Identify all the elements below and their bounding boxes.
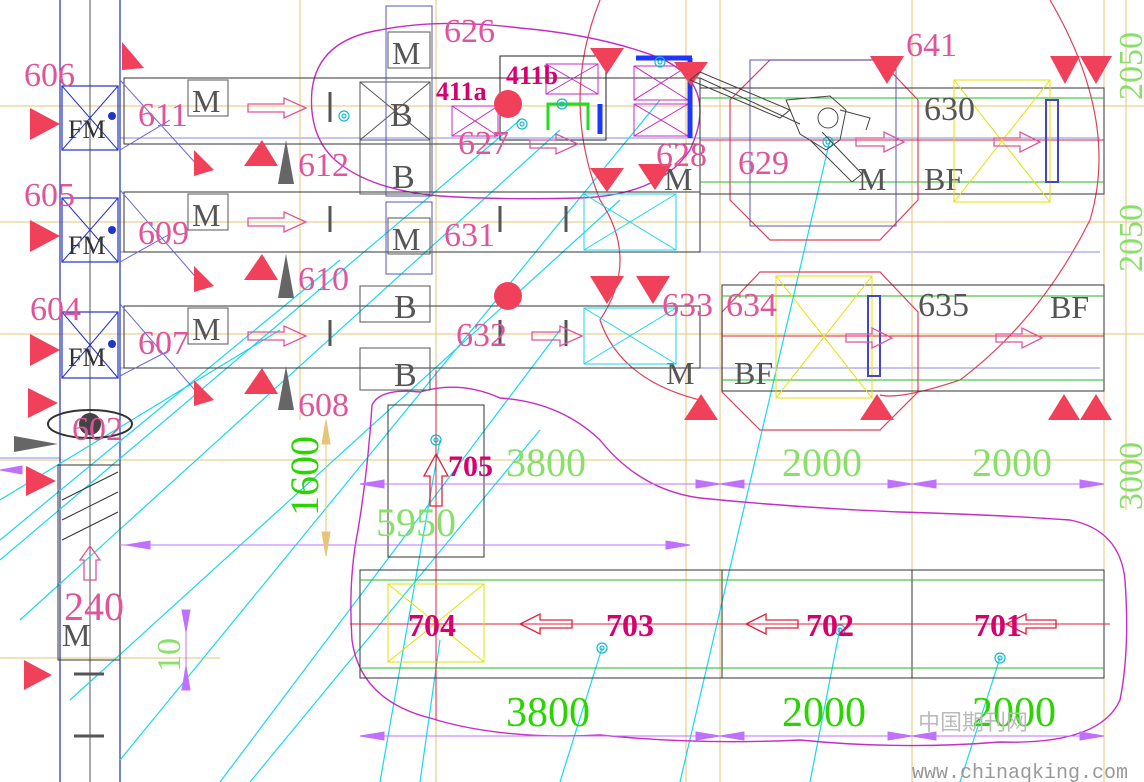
motor-label: M [62, 617, 90, 653]
station-602-marker [47, 409, 133, 439]
motor-label: M [858, 161, 886, 197]
label-411b: 411b [506, 61, 558, 90]
cyan-leader-lines [0, 99, 1001, 782]
motor-symbols: M M M M M M M M M [62, 31, 886, 653]
label-634: 634 [726, 287, 777, 324]
watermark: 中国期刊网 www.chinaqking.com [912, 710, 1128, 782]
turntable-envelopes [579, 0, 1100, 431]
pink-station-labels: 606 605 604 611 609 607 612 610 608 626 … [24, 13, 957, 629]
motor-label: M [392, 35, 420, 71]
revision-clouds [310, 22, 1128, 747]
hatch-lines [61, 471, 119, 541]
label-628: 628 [656, 137, 707, 174]
brake-label: B [390, 97, 413, 134]
brake-label: B [394, 357, 417, 394]
brake-label: B [394, 289, 417, 326]
fm-label: FM [68, 231, 106, 260]
dimension-lines [0, 465, 1105, 741]
bf-label: BF [1050, 289, 1089, 325]
label-703: 703 [606, 607, 654, 643]
robot-arm [689, 71, 871, 183]
brake-symbols: B B B B [359, 81, 431, 394]
dim-text-2050-a: 2050 [1113, 32, 1144, 100]
dimension-text-lower: 3800 2000 2000 [506, 690, 1056, 736]
bf-label: BF [924, 161, 963, 197]
motor-label: M [192, 83, 220, 119]
label-240: 240 [64, 584, 124, 629]
dim-text-3800-lower: 3800 [506, 690, 590, 736]
flow-arrows [78, 96, 1057, 636]
gray-station-labels: 630 635 [918, 91, 975, 324]
label-704: 704 [408, 607, 456, 643]
label-629: 629 [738, 145, 789, 182]
label-607: 607 [138, 325, 189, 362]
label-606: 606 [24, 57, 75, 94]
label-611: 611 [138, 97, 188, 134]
fm-label: FM [68, 115, 106, 144]
dim-1600 [321, 0, 1127, 557]
label-702: 702 [806, 607, 854, 643]
label-612: 612 [298, 147, 349, 184]
watermark-url: www.chinaqking.com [912, 762, 1128, 782]
watermark-cn: 中国期刊网 [918, 710, 1028, 735]
label-605: 605 [24, 177, 75, 214]
dim-text-2000-upper-b: 2000 [972, 440, 1052, 485]
roller-rails [360, 97, 1104, 669]
frame-structures [546, 55, 1059, 377]
fm-unit-604: FM [61, 311, 119, 379]
sensor-triangles [24, 42, 1112, 690]
magenta-labels: 411a 411b 705 704 703 702 701 [408, 61, 1022, 643]
label-608: 608 [298, 387, 349, 424]
dim-text-10: 10 [151, 638, 188, 672]
label-626: 626 [444, 13, 495, 50]
bf-symbols: BF BF BF [734, 161, 1089, 391]
dim-text-5950: 5950 [376, 500, 456, 545]
dimension-text: 3800 2000 2000 5950 [376, 440, 1052, 545]
stop-indicators [494, 90, 522, 310]
roller-ticks [74, 92, 568, 738]
label-411a: 411a [436, 77, 487, 106]
fm-label: FM [68, 343, 106, 372]
dim-text-2050-b: 2050 [1113, 204, 1144, 272]
label-610: 610 [298, 261, 349, 298]
rotated-dimension-text: 1600 10 2050 2050 3000 [151, 32, 1144, 672]
connector-lines [119, 79, 201, 397]
label-635: 635 [918, 287, 969, 324]
label-604: 604 [30, 291, 81, 328]
motor-label: M [192, 197, 220, 233]
label-633: 633 [662, 287, 713, 324]
fm-unit-605: FM [61, 197, 119, 263]
label-701: 701 [974, 607, 1022, 643]
dim-text-1600: 1600 [282, 436, 327, 516]
dim-text-3800-upper: 3800 [506, 440, 586, 485]
label-602: 602 [72, 411, 123, 448]
brake-label: B [392, 159, 415, 196]
dim-text-2000-lower-b: 2000 [972, 690, 1056, 736]
dim-text-2000-lower-a: 2000 [782, 690, 866, 736]
motor-label: M [192, 311, 220, 347]
fm-unit-606: FM [61, 85, 119, 151]
label-630: 630 [924, 91, 975, 128]
crossed-boxes [385, 5, 1051, 663]
label-641: 641 [906, 27, 957, 64]
label-632: 632 [456, 317, 507, 354]
motor-label: M [392, 221, 420, 257]
dim-text-3000: 3000 [1113, 442, 1144, 510]
gray-triangles [14, 140, 294, 452]
target-marks [338, 56, 1006, 664]
label-609: 609 [138, 215, 189, 252]
dim-text-2000-upper-a: 2000 [782, 440, 862, 485]
label-705: 705 [448, 450, 493, 483]
label-627: 627 [458, 125, 509, 162]
label-631: 631 [444, 217, 495, 254]
bf-label: BF [734, 355, 773, 391]
